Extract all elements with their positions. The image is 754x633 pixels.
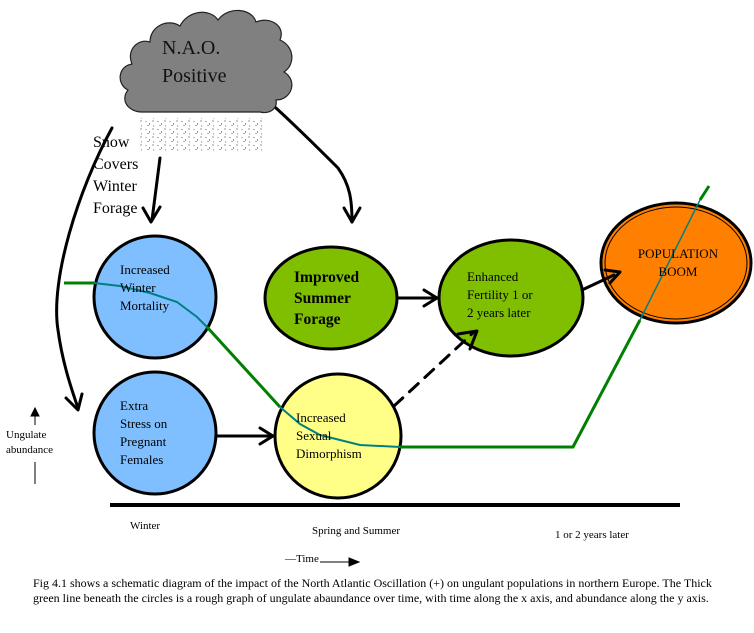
abundance-line-inside-circle xyxy=(93,282,208,328)
arrow-fertility-to-boom xyxy=(580,273,616,292)
arrow-cloud-to-pregnant-stress xyxy=(55,126,114,410)
node-population-boom xyxy=(599,201,753,325)
nao-cloud xyxy=(119,9,293,114)
period-winter: Winter xyxy=(130,520,161,532)
label-winter-mortality: Increased Winter Mortality xyxy=(120,262,170,313)
arrowhead-icon xyxy=(141,205,162,224)
time-label: —Time xyxy=(285,553,319,565)
arrow-up-icon xyxy=(30,406,40,417)
abundance-line xyxy=(400,319,642,449)
snow-pattern xyxy=(140,118,262,152)
node-pregnant-stress xyxy=(92,370,218,496)
label-enhanced-fertility: Enhanced Fertility 1 or 2 years later xyxy=(467,269,533,320)
period-spring-summer: Spring and Summer xyxy=(312,525,400,537)
label-pregnant-stress: Extra Stress on Pregnant Females xyxy=(120,398,168,467)
label-summer-forage: Improved Summer Forage xyxy=(294,269,360,328)
arrowhead-icon xyxy=(342,206,362,224)
abundance-line xyxy=(698,185,711,201)
abundance-line xyxy=(205,325,282,409)
arrow-cloud-to-summer-forage xyxy=(274,106,354,224)
arrow-right-icon xyxy=(348,557,361,567)
snow-label: Snow Covers Winter Forage xyxy=(93,134,139,217)
cloud-title-line2: Positive xyxy=(162,65,227,87)
arrow-snow-to-winter-mortality xyxy=(150,156,162,222)
arrowhead-icon xyxy=(64,392,84,412)
arrowhead-icon xyxy=(258,426,275,446)
arrow-dimorphism-to-fertility-dashed xyxy=(392,330,476,408)
node-winter-mortality xyxy=(92,234,218,360)
cloud-title: N.A.O. Positive xyxy=(162,34,226,90)
abundance-line-inside-circle xyxy=(639,199,701,321)
node-sexual-dimorphism xyxy=(273,372,403,500)
label-population-boom: POPULATION BOOM xyxy=(637,246,719,279)
cloud-title-line1: N.A.O. xyxy=(162,37,221,59)
arrowhead-icon xyxy=(603,268,622,285)
period-later: 1 or 2 years later xyxy=(555,529,629,541)
y-axis-label: Ungulate abundance xyxy=(6,429,54,456)
label-sexual-dimorphism: Increased Sexual Dimorphism xyxy=(296,410,362,461)
figure-caption: Fig 4.1 shows a schematic diagram of the… xyxy=(33,576,712,605)
arrowhead-icon xyxy=(456,329,479,351)
node-enhanced-fertility xyxy=(437,238,585,358)
abundance-line-inside-circle xyxy=(279,406,401,448)
arrowhead-icon xyxy=(422,288,439,308)
